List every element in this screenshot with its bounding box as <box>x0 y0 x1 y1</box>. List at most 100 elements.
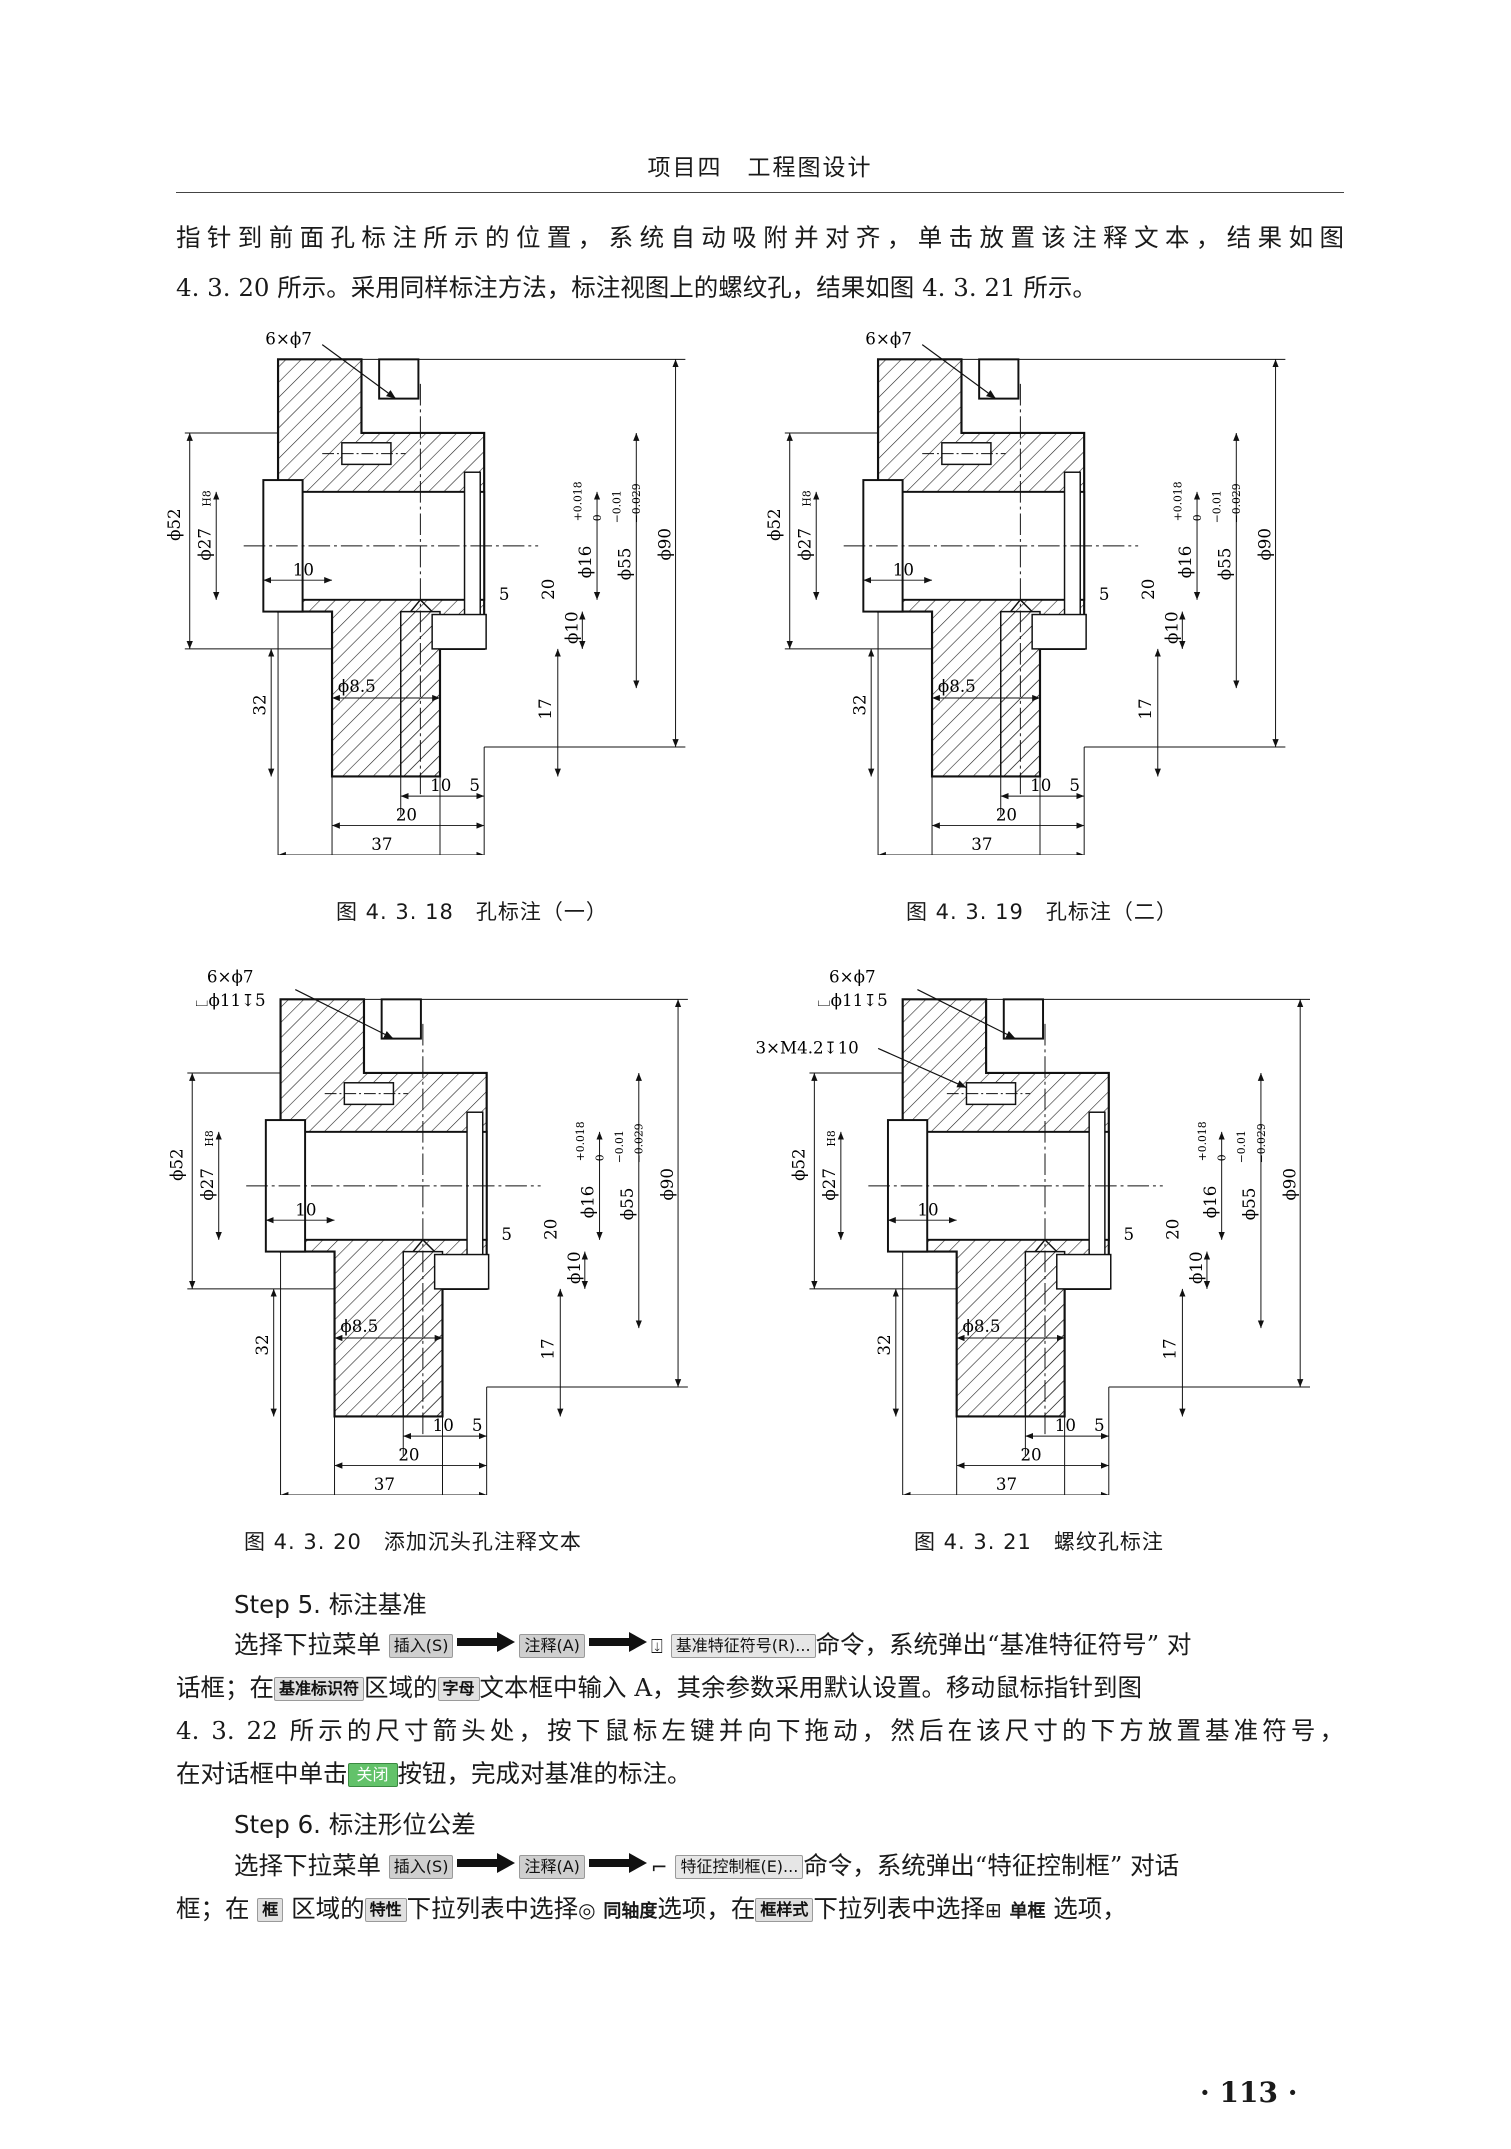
dim-32: 32 <box>253 1334 272 1355</box>
dim-phi10: ϕ10 <box>562 611 581 644</box>
arrow-icon <box>457 1853 516 1873</box>
dim-20: 20 <box>539 579 558 600</box>
dim-phi90: ϕ90 <box>1280 1168 1299 1201</box>
dim-5: 5 <box>499 585 510 604</box>
dim-5: 5 <box>1124 1225 1135 1244</box>
dim-phi16-tol-lo: 0 <box>591 514 604 521</box>
arrow-icon <box>457 1632 516 1652</box>
dim-37: 37 <box>996 1475 1017 1494</box>
step5-line-3: 4. 3. 22 所示的尺寸箭头处，按下鼠标左键并向下拖动，然后在该尺寸的下方放… <box>176 1716 1344 1745</box>
dim-phi55-tol-up: −0.01 <box>1211 490 1224 523</box>
dim-phi16: ϕ16 <box>1201 1186 1220 1219</box>
dim-phi55-tol-up: −0.01 <box>613 1130 626 1163</box>
dim-37: 37 <box>371 835 392 854</box>
dim-32: 32 <box>875 1334 894 1355</box>
dim-5: 5 <box>501 1225 512 1244</box>
dim-phi27: ϕ27 <box>820 1168 839 1201</box>
dim-h8: H8 <box>200 490 213 506</box>
menu-insert[interactable]: 插入(S) <box>388 1634 454 1658</box>
dim-h8: H8 <box>800 490 813 506</box>
area-frame: 框 <box>257 1898 284 1922</box>
dim-phi90: ϕ90 <box>656 528 675 561</box>
callout-counterbore: ⌴ϕ11↧5 <box>195 991 266 1010</box>
callout-thread: 3×M4.2↧10 <box>755 1038 858 1057</box>
dim-5-b: 5 <box>469 776 480 795</box>
dim-phi10: ϕ10 <box>1162 611 1181 644</box>
dim-phi8-5: ϕ8.5 <box>963 1317 1001 1336</box>
dim-17: 17 <box>538 1338 557 1359</box>
dim-phi55: ϕ55 <box>615 548 634 581</box>
dim-phi52: ϕ52 <box>165 508 184 541</box>
dim-phi55: ϕ55 <box>1240 1188 1259 1221</box>
dim-10-b: 10 <box>1055 1416 1076 1435</box>
menu-annotation[interactable]: 注释(A) <box>519 1855 585 1879</box>
dim-37: 37 <box>971 835 992 854</box>
field-letter-label: 字母 <box>437 1677 480 1701</box>
dim-5-b: 5 <box>1069 776 1080 795</box>
dim-20-b: 20 <box>396 806 417 825</box>
option-single-frame[interactable]: 单框 <box>1009 1901 1046 1922</box>
dim-32: 32 <box>850 694 869 715</box>
dim-20-b: 20 <box>996 806 1017 825</box>
callout-hole: 6×ϕ7 <box>865 330 912 349</box>
dim-20: 20 <box>541 1219 560 1240</box>
header-rule <box>176 192 1344 193</box>
dim-20-b: 20 <box>398 1446 419 1465</box>
close-button[interactable]: 关闭 <box>347 1763 398 1787</box>
dim-phi27: ϕ27 <box>195 528 214 561</box>
dim-phi55: ϕ55 <box>618 1188 637 1221</box>
dim-phi52: ϕ52 <box>790 1148 809 1181</box>
dim-phi90: ϕ90 <box>1256 528 1275 561</box>
caption-4-3-21: 图 4. 3. 21 螺纹孔标注 <box>914 1530 1164 1554</box>
intro-line-2: 4. 3. 20 所示。采用同样标注方法，标注视图上的螺纹孔，结果如图 4. 3… <box>176 273 1097 302</box>
arrow-icon <box>588 1632 647 1652</box>
menu-datum-feature-symbol[interactable]: 基准特征符号(R)... <box>670 1634 816 1658</box>
caption-4-3-18: 图 4. 3. 18 孔标注（一） <box>336 900 608 924</box>
dim-phi16: ϕ16 <box>576 546 595 579</box>
menu-annotation[interactable]: 注释(A) <box>519 1634 585 1658</box>
callout-counterbore: ⌴ϕ11↧5 <box>817 991 888 1010</box>
dim-phi55-tol-lo: −0.029 <box>630 483 643 523</box>
step6-title: Step 6. 标注形位公差 <box>234 1810 476 1839</box>
dim-5-b: 5 <box>472 1416 483 1435</box>
dim-phi52: ϕ52 <box>167 1148 186 1181</box>
dropdown-frame-style-label: 框样式 <box>755 1898 814 1922</box>
dim-5: 5 <box>1099 585 1110 604</box>
dim-10-b: 10 <box>430 776 451 795</box>
dim-37: 37 <box>374 1475 395 1494</box>
dim-10: 10 <box>293 560 314 579</box>
step5-line-4: 在对话框中单击关闭按钮，完成对基准的标注。 <box>176 1759 692 1788</box>
dim-phi55-tol-up: −0.01 <box>1235 1130 1248 1163</box>
menu-feature-control-frame[interactable]: 特征控制框(E)... <box>675 1855 804 1879</box>
dim-phi16: ϕ16 <box>1176 546 1195 579</box>
dim-phi55-tol-lo: −0.029 <box>633 1123 646 1163</box>
arrow-icon <box>588 1853 647 1873</box>
dim-20: 20 <box>1139 579 1158 600</box>
dim-10: 10 <box>295 1200 316 1219</box>
dim-17: 17 <box>1161 1338 1180 1359</box>
dim-phi16-tol-lo: 0 <box>1191 514 1204 521</box>
menu-insert[interactable]: 插入(S) <box>388 1855 454 1879</box>
callout-hole: 6×ϕ7 <box>207 968 254 987</box>
step5-line-1: 选择下拉菜单 插入(S)注释(A)⍗ 基准特征符号(R)...命令，系统弹出“基… <box>234 1630 1192 1659</box>
area-datum-identifier: 基准标识符 <box>274 1677 365 1701</box>
step5-title: Step 5. 标注基准 <box>234 1590 427 1619</box>
feature-control-frame-icon: ⌐ <box>650 1855 668 1879</box>
dim-phi10: ϕ10 <box>565 1251 584 1284</box>
step6-line-2: 框；在 框 区域的特性下拉列表中选择◎ 同轴度选项，在框样式下拉列表中选择⊞ 单… <box>176 1894 1127 1923</box>
dim-17: 17 <box>1136 698 1155 719</box>
caption-4-3-20: 图 4. 3. 20 添加沉头孔注释文本 <box>244 1530 582 1554</box>
dim-phi55-tol-lo: −0.029 <box>1255 1123 1268 1163</box>
dim-phi55-tol-up: −0.01 <box>611 490 624 523</box>
dim-phi16-tol-up: +0.018 <box>571 481 584 521</box>
dim-phi55: ϕ55 <box>1215 548 1234 581</box>
datum-symbol-icon: ⍗ <box>650 1634 663 1658</box>
intro-line-1: 指针到前面孔标注所示的位置，系统自动吸附并对齐，单击放置该注释文本，结果如图 <box>176 223 1344 252</box>
dim-phi16-tol-up: +0.018 <box>1196 1121 1209 1161</box>
dim-32: 32 <box>250 694 269 715</box>
option-coaxiality[interactable]: 同轴度 <box>603 1901 658 1922</box>
dim-phi16-tol-lo: 0 <box>1216 1154 1229 1161</box>
